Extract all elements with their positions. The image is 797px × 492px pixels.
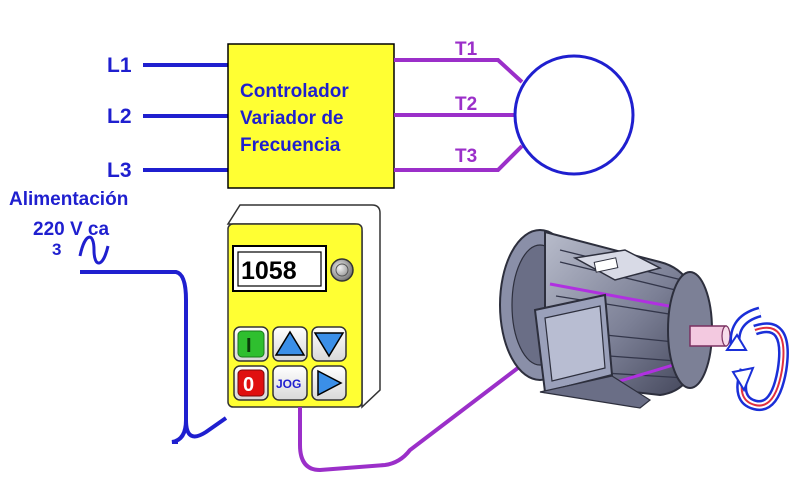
input-lines: L1 L2 L3 (107, 54, 228, 182)
down-button[interactable] (311, 326, 347, 362)
t3-label: T3 (455, 146, 477, 167)
vfd-keypad: 1058 I 0 JOG (226, 204, 381, 409)
controller-box: Controlador Variador de Frecuencia (227, 43, 395, 189)
l2-label: L2 (107, 105, 132, 128)
motor-wire-top (549, 282, 691, 312)
ac-sine-icon (78, 235, 110, 265)
supply-cable (80, 270, 188, 444)
t1-label: T1 (455, 39, 478, 60)
rotation-arrow-icon (725, 306, 789, 412)
up-triangle-icon (274, 330, 306, 356)
supply-cable-tail (184, 416, 228, 439)
controller-line-2: Variador de (240, 108, 344, 129)
stop-label: 0 (243, 374, 254, 396)
l3-label: L3 (107, 159, 132, 182)
start-label: I (246, 335, 252, 357)
supply-phases: 3 (52, 240, 61, 259)
potentiometer-knob[interactable] (330, 258, 354, 282)
supply-title: Alimentación (9, 189, 128, 210)
controller-line-1: Controlador (240, 81, 349, 102)
start-button[interactable]: I (233, 326, 269, 362)
down-triangle-icon (313, 332, 345, 358)
stop-button[interactable]: 0 (233, 365, 269, 401)
right-triangle-icon (317, 369, 343, 397)
motor-cable (298, 353, 537, 473)
right-button[interactable] (311, 365, 347, 401)
jog-button[interactable]: JOG (272, 365, 308, 401)
t2-label: T2 (455, 94, 477, 115)
t3-wire (394, 144, 524, 172)
potentiometer-knob-inner (335, 263, 349, 277)
motor-illustration (499, 229, 731, 409)
motor-symbol-circle (513, 54, 635, 176)
display-value: 1058 (241, 257, 297, 285)
motor-shaft (689, 325, 727, 347)
motor-nameplate (593, 257, 619, 273)
t1-wire (394, 58, 524, 84)
controller-line-3: Frecuencia (240, 135, 341, 156)
output-lines: T1 T2 T3 (394, 39, 635, 176)
display-inner (237, 251, 322, 287)
l1-label: L1 (107, 54, 132, 77)
supply-voltage: 220 V ca (33, 219, 109, 240)
controller-rect (227, 43, 395, 189)
up-button[interactable] (272, 326, 308, 362)
supply-label: Alimentación 220 V ca 3 (9, 189, 128, 265)
jog-label: JOG (276, 377, 301, 391)
